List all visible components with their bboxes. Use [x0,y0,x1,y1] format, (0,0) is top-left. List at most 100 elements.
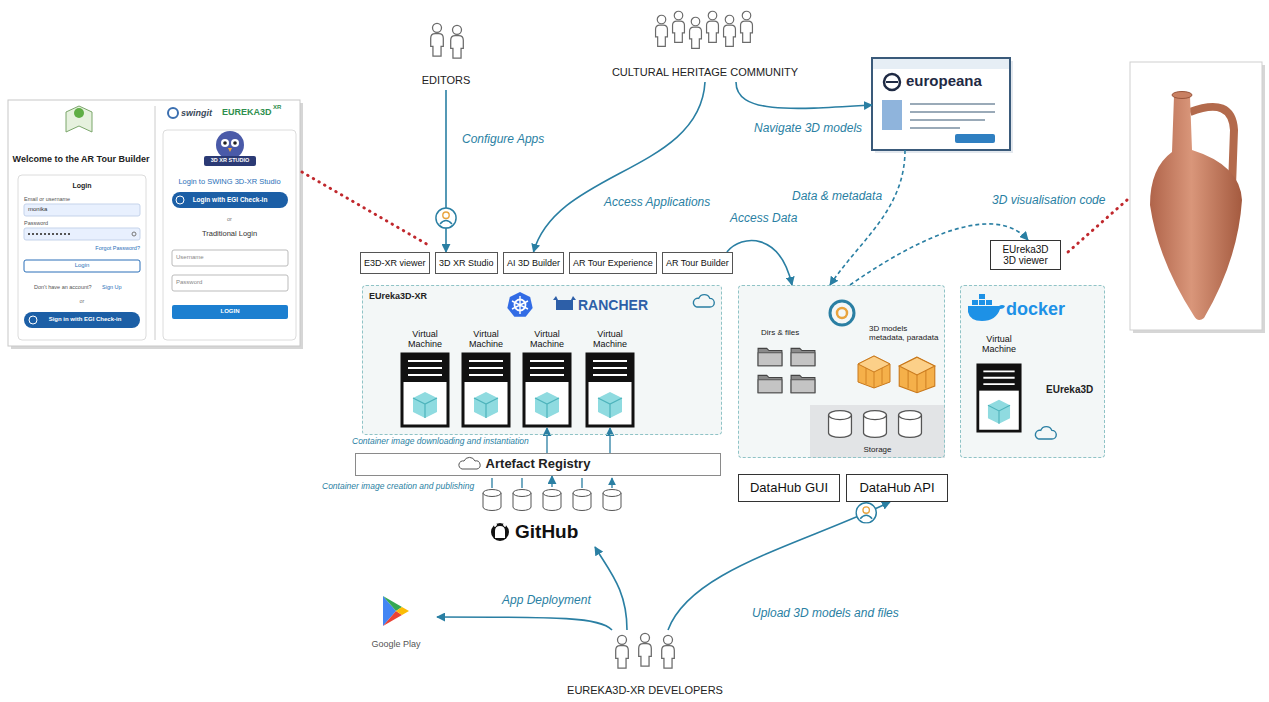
login-screenshot [28,233,70,235]
text-slot: europeana [906,72,982,89]
server-icons [524,354,570,426]
label-slot: Login [24,262,140,269]
web-window: europeana [872,58,1010,150]
panel-fill [960,285,1105,458]
docker-logo [979,294,985,299]
flow-connector [736,82,872,108]
label-slot: monika [28,206,47,213]
repository-cylinders [513,490,531,511]
edge-label-slot: Access Data [728,212,799,226]
label-slot: Container image creation and publishing [322,482,474,492]
annotation-text: swingit [181,108,212,118]
repository-cylinders [483,490,501,511]
cluster-panel: EUreka3D-XRVirtual MachineVirtual Machin… [362,285,722,435]
server-icons [402,354,633,426]
community-icon [707,11,719,42]
datahub-icons [864,411,887,438]
browser-window [884,74,900,90]
datahub-icons [810,405,945,458]
editors-icon [451,25,464,58]
datahub-panel: Dirs & files3D models metadata, paradata… [738,285,945,458]
editors-icon [431,23,464,58]
annotation-text: Welcome to the AR Tour Builder [10,154,152,164]
app-box: E3D-XR viewer [360,252,430,274]
google-play-logo [383,596,402,611]
app-name: 3D XR Studio [439,258,494,268]
server-icons [402,354,448,426]
datahub-icons [758,301,945,458]
artefact-photo [1172,92,1192,99]
app-name: AR Tour Experience [573,258,653,268]
repository-cylinders [603,490,621,511]
browser-window [872,58,1010,150]
node-text: EUreka3D [1046,384,1093,396]
docker-logo [986,300,992,305]
node-text: CULTURAL HERITAGE COMMUNITY [612,66,798,79]
label-slot: 3D XR STUDIO [204,157,256,163]
docker-logo [979,300,985,305]
edge-label: App Deployment [500,594,593,608]
server-icons [463,354,509,426]
login-screenshot [163,130,296,340]
github-logo [494,523,506,527]
annotation-text: monika [28,206,47,213]
edge-label: Access Data [728,212,799,226]
edge-label-slot: Upload 3D models and files [750,607,901,621]
label-slot: Container image downloading and instanti… [352,437,529,447]
repository-node: GitHub [485,487,625,547]
label-slot: Password [24,220,48,226]
kubernetes-logo [507,292,532,317]
browser-window [873,59,1009,69]
login-screenshot [24,260,140,272]
edge-label: 3D visualisation code [990,194,1107,208]
cloud-icon [693,295,714,307]
label-slot: Welcome to the AR Tour Builder [10,154,152,164]
browser-window [955,134,995,143]
label-slot: Forgot Password? [70,245,140,251]
text-slot: Storage [810,445,945,454]
login-screenshot [155,106,156,340]
actor-group: EUREKA3D-XR DEVELOPERS [550,630,740,700]
label-slot: Email or username [24,196,70,202]
edge-label: Data & metadata [790,190,884,204]
text-slot: 3D models metadata, paradata [869,324,943,342]
annotation-text: Password [24,220,48,226]
login-screenshot [18,175,146,340]
artefact-photo [1130,62,1262,330]
annotation-text: Login [18,182,146,190]
datahub-icons [758,375,782,392]
label-slot: Traditional Login [165,230,294,239]
node-text: 3D models metadata, paradata [869,324,943,342]
edge-label-slot: Navigate 3D models [752,122,864,136]
annotation-text: Sign Up [102,284,122,290]
annotation-text: Sign in with EGI Check-in [30,316,140,323]
panel-fill [738,285,945,458]
login-screenshot [223,141,227,145]
login-screenshot [228,148,232,152]
label-slot: RANCHER [578,297,648,313]
flow-connector [534,82,706,252]
community-icon [741,11,753,42]
text-slot: EUreka3D-XR [369,291,427,301]
label-slot: Username [176,254,204,261]
label-slot: swingit [181,108,212,118]
datahub-icons [758,348,782,365]
kubernetes-logo [512,296,528,314]
repository-cylinders [573,490,591,511]
vm-node: Virtual Machine [453,328,519,428]
annotation-text: Traditional Login [165,230,294,239]
annotation-text: 3D XR STUDIO [204,157,256,163]
label-slot: Don't have an account? [34,284,92,290]
user-icon [436,208,456,228]
node-text: Artefact Registry [486,457,591,472]
label-slot: or [165,216,294,222]
docker-logo [968,294,1005,321]
node-text: Virtual Machine [971,334,1027,355]
developers-icon [639,633,652,666]
login-screenshot [29,316,37,324]
node-text: docker [1006,299,1065,320]
developers-icon [662,635,675,668]
annotation-text: Username [176,254,204,261]
annotation-text: RANCHER [578,297,648,313]
